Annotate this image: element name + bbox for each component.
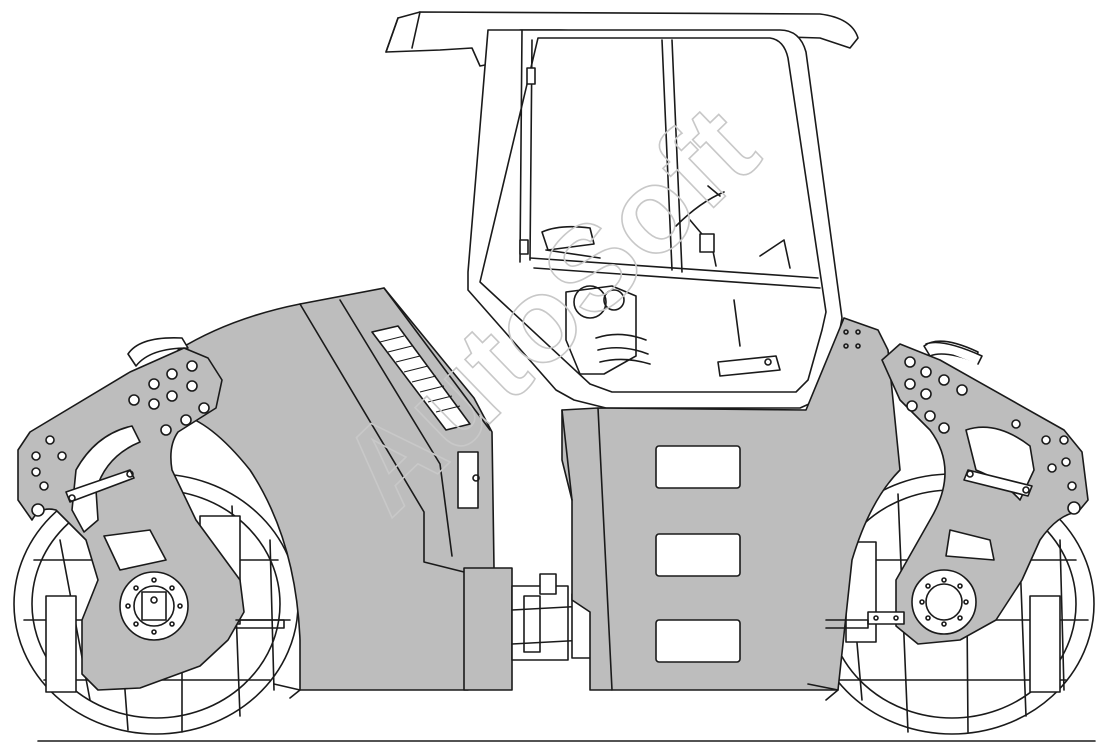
cab-console	[565, 285, 637, 375]
rear-drum-frame	[17, 337, 285, 691]
rear-frame-holes	[31, 360, 210, 517]
access-panel-3	[655, 619, 741, 663]
vent-grille	[371, 325, 471, 431]
front-drum-hub	[911, 569, 977, 635]
front-drum-frame	[825, 340, 1089, 645]
cab	[385, 11, 859, 409]
front-chassis	[561, 317, 901, 691]
access-panel-1	[655, 445, 741, 489]
rear-drum-hub	[119, 571, 189, 641]
window-divider	[661, 39, 673, 271]
door-hinge	[526, 67, 536, 85]
engine-hood	[177, 287, 513, 691]
operator-seat	[541, 225, 595, 251]
access-panel-2	[655, 533, 741, 577]
front-frame-holes	[904, 356, 1081, 515]
